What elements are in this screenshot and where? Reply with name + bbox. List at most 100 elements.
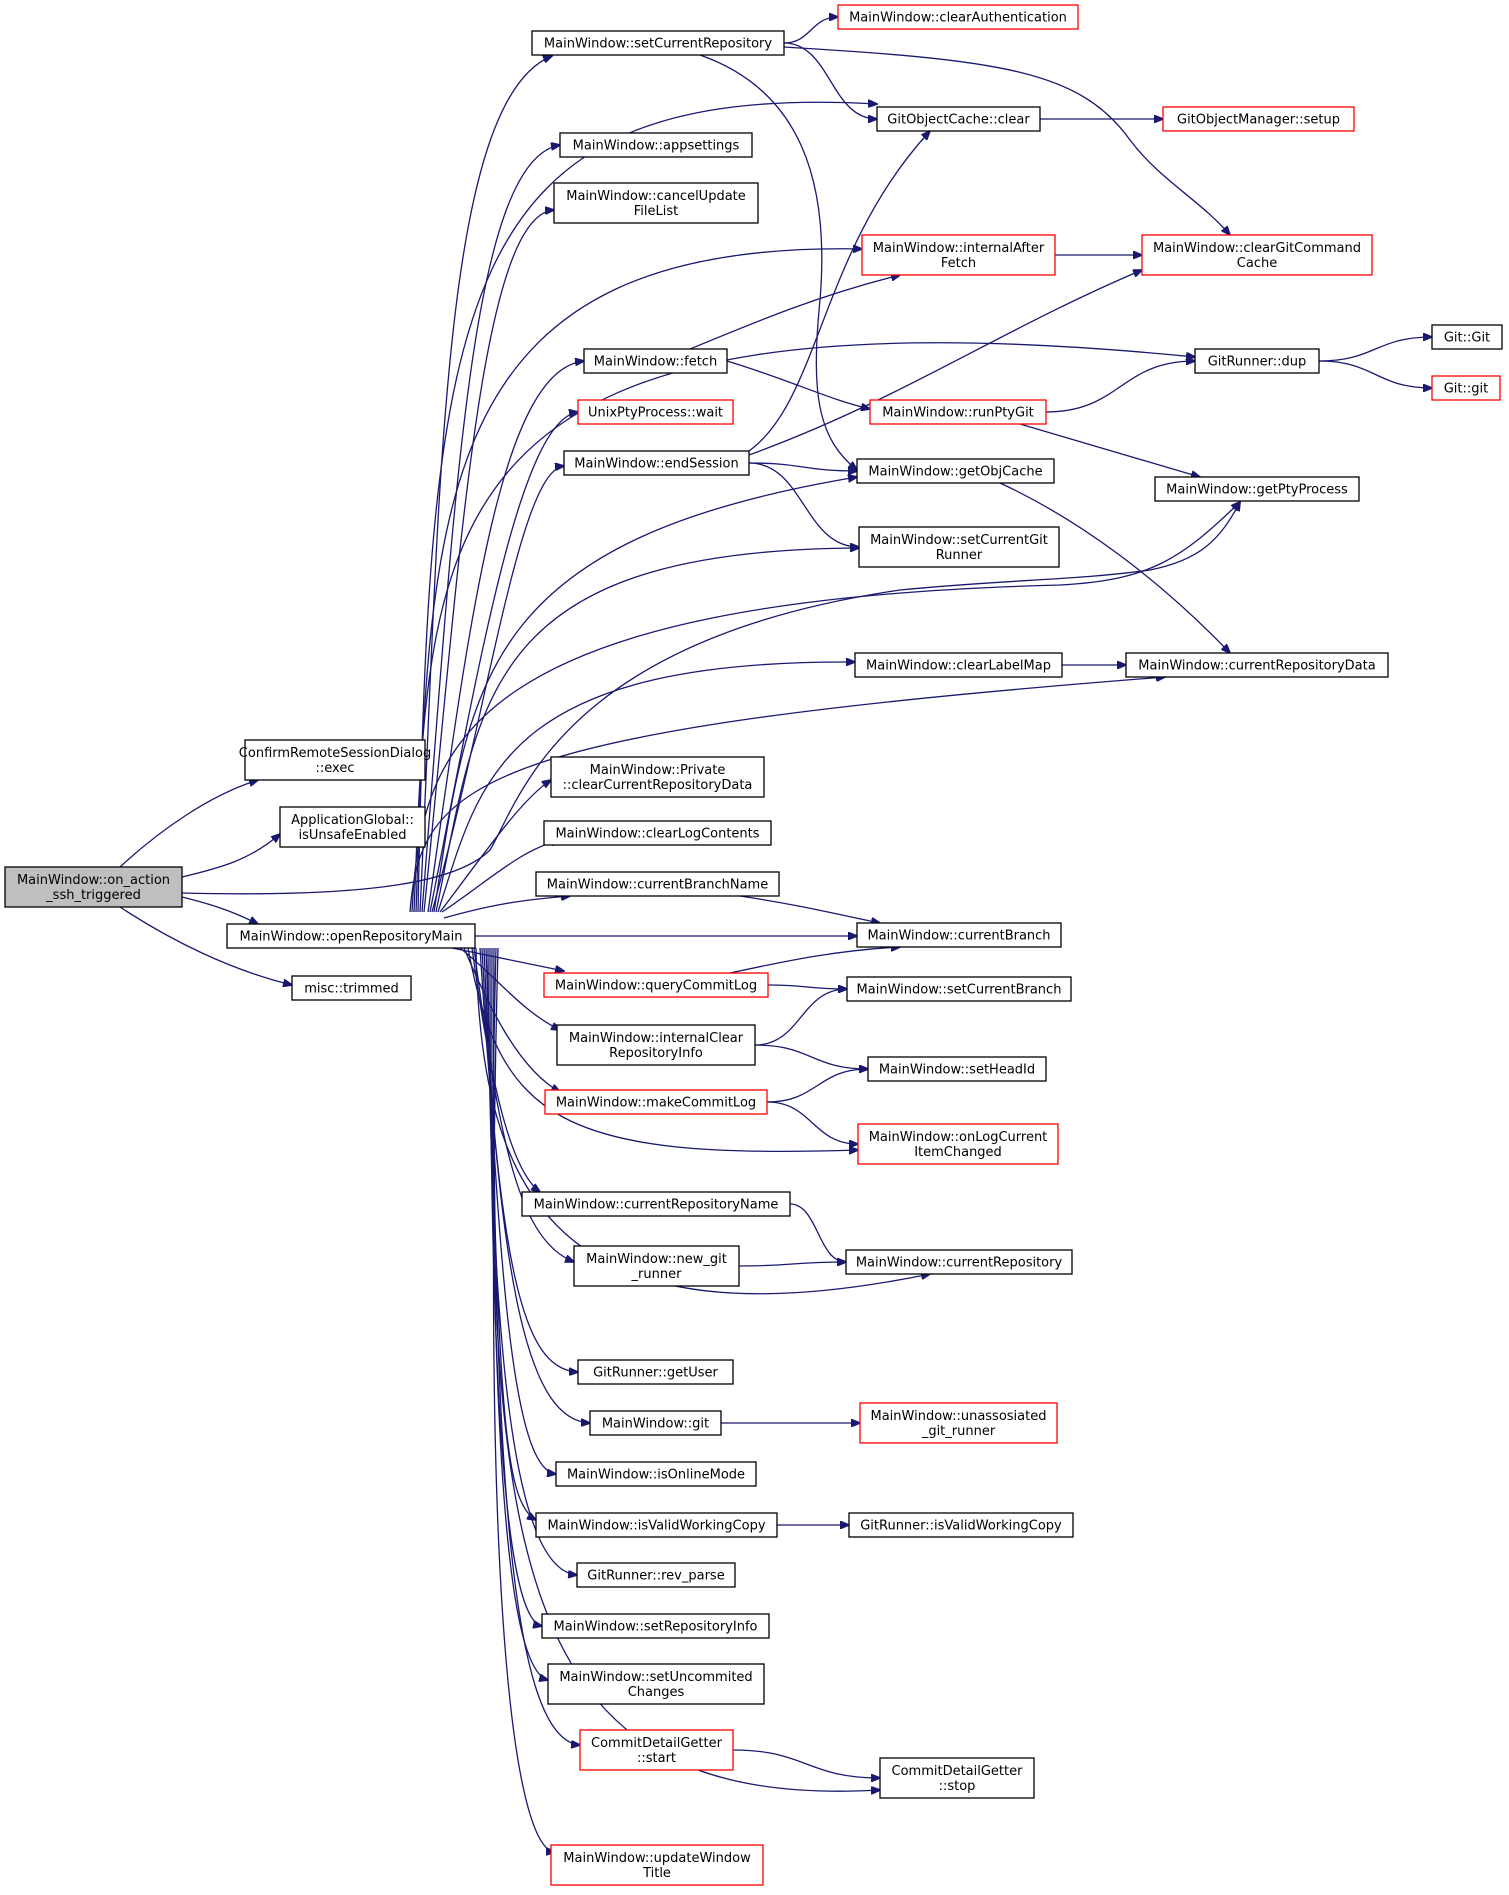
node-cdgStop[interactable]: CommitDetailGetter::stop xyxy=(879,1757,1035,1799)
edge-fetch-to-runPtyGit xyxy=(726,360,870,409)
node-box-isValidWC xyxy=(535,1512,778,1538)
node-label-setUncommited-0: MainWindow::setUncommited xyxy=(559,1670,752,1685)
node-gitgit[interactable]: Git::git xyxy=(1431,375,1501,401)
node-label-curRepo-0: MainWindow::currentRepository xyxy=(856,1256,1063,1271)
node-label-isValidWC-0: MainWindow::isValidWorkingCopy xyxy=(547,1519,765,1534)
node-curBranch[interactable]: MainWindow::currentBranch xyxy=(856,922,1062,948)
node-box-cdgStop xyxy=(879,1757,1035,1799)
edge-setCurRepo-to-clearAuth xyxy=(783,17,838,44)
edge-endSession-to-clearGitCmdCache xyxy=(748,270,1142,456)
edge-openRepo-to-curRepoName xyxy=(471,947,540,1192)
node-privClear[interactable]: MainWindow::Private::clearCurrentReposit… xyxy=(550,756,765,798)
node-revParse[interactable]: GitRunner::rev_parse xyxy=(576,1562,736,1588)
edge-queryCommitLog-to-setCurBranch xyxy=(767,984,847,989)
node-label-clearLog-0: MainWindow::clearLogContents xyxy=(555,827,759,842)
node-clearLabelMap[interactable]: MainWindow::clearLabelMap xyxy=(854,652,1063,678)
node-label-setHeadId-0: MainWindow::setHeadId xyxy=(879,1063,1035,1078)
edge-runPtyGit-to-runnerDup xyxy=(1045,361,1195,413)
node-label-updateTitle-0: MainWindow::updateWindow xyxy=(563,1851,751,1866)
node-setCurRepo[interactable]: MainWindow::setCurrentRepository xyxy=(531,30,785,56)
node-label-unassoc-0: MainWindow::unassosiated xyxy=(871,1409,1047,1424)
node-getUser[interactable]: GitRunner::getUser xyxy=(577,1359,734,1385)
node-exec[interactable]: ConfirmRemoteSessionDialog::exec xyxy=(239,739,431,781)
node-objCacheClear[interactable]: GitObjectCache::clear xyxy=(876,106,1041,132)
edge-openRepo-to-runnerDup xyxy=(413,342,1195,913)
node-curRepo[interactable]: MainWindow::currentRepository xyxy=(845,1249,1073,1275)
node-objMgrSetup[interactable]: GitObjectManager::setup xyxy=(1162,106,1355,132)
node-setRepoInfo[interactable]: MainWindow::setRepositoryInfo xyxy=(541,1613,770,1639)
node-label-makeCommitLog-0: MainWindow::makeCommitLog xyxy=(556,1096,756,1111)
node-root[interactable]: MainWindow::on_action_ssh_triggered xyxy=(4,866,183,908)
node-label-openRepo-0: MainWindow::openRepositoryMain xyxy=(240,930,463,945)
node-clearAuth[interactable]: MainWindow::clearAuthentication xyxy=(837,4,1079,30)
node-newGitRunner[interactable]: MainWindow::new_git_runner xyxy=(573,1245,740,1287)
node-cdgStart[interactable]: CommitDetailGetter::start xyxy=(579,1729,734,1771)
node-setHeadId[interactable]: MainWindow::setHeadId xyxy=(867,1056,1047,1082)
node-trimmed[interactable]: misc::trimmed xyxy=(291,975,412,1001)
edge-fetch-to-internalAfterFetch xyxy=(689,275,900,350)
node-appsettings[interactable]: MainWindow::appsettings xyxy=(559,132,753,158)
node-runnerIsValidWC[interactable]: GitRunner::isValidWorkingCopy xyxy=(848,1512,1074,1538)
node-box-clearAuth xyxy=(837,4,1079,30)
edge-openRepo-to-getPtyProcess xyxy=(411,502,1240,913)
node-label-setCurGitRunner-0: MainWindow::setCurrentGit xyxy=(870,533,1048,548)
edge-openRepo-to-updateTitle xyxy=(492,947,555,1852)
node-curRepoData[interactable]: MainWindow::currentRepositoryData xyxy=(1125,652,1389,678)
edge-openRepo-to-setCurRepo xyxy=(419,56,552,913)
node-box-getUser xyxy=(577,1359,734,1385)
node-getPtyProcess[interactable]: MainWindow::getPtyProcess xyxy=(1154,476,1360,502)
node-unsafe[interactable]: ApplicationGlobal::isUnsafeEnabled xyxy=(279,806,426,848)
node-gitGit[interactable]: Git::Git xyxy=(1431,324,1503,350)
node-box-curRepoData xyxy=(1125,652,1389,678)
edge-setCurRepo-to-clearGitCmdCache xyxy=(783,46,1230,235)
node-label-newGitRunner-0: MainWindow::new_git xyxy=(586,1252,727,1267)
node-runPtyGit[interactable]: MainWindow::runPtyGit xyxy=(869,399,1047,425)
node-makeCommitLog[interactable]: MainWindow::makeCommitLog xyxy=(544,1089,768,1115)
node-label-root-1: _ssh_triggered xyxy=(45,888,141,903)
node-label-ptyWait-0: UnixPtyProcess::wait xyxy=(588,406,723,421)
edge-openRepo-to-onLogCurrent xyxy=(467,947,858,1151)
node-label-runnerDup-0: GitRunner::dup xyxy=(1208,355,1307,370)
node-box-curBranch xyxy=(856,922,1062,948)
node-queryCommitLog[interactable]: MainWindow::queryCommitLog xyxy=(543,972,769,998)
node-curBranchName[interactable]: MainWindow::currentBranchName xyxy=(535,871,780,897)
node-clearLog[interactable]: MainWindow::clearLogContents xyxy=(543,820,772,846)
node-curRepoName[interactable]: MainWindow::currentRepositoryName xyxy=(521,1191,791,1217)
node-ptyWait[interactable]: UnixPtyProcess::wait xyxy=(577,399,734,425)
node-isOnline[interactable]: MainWindow::isOnlineMode xyxy=(555,1461,757,1487)
node-openRepo[interactable]: MainWindow::openRepositoryMain xyxy=(226,923,476,949)
node-label-privClear-1: ::clearCurrentRepositoryData xyxy=(563,778,753,793)
edge-openRepo-to-newGitRunner xyxy=(473,947,574,1262)
edge-openRepo-to-setUncommited xyxy=(491,947,548,1680)
node-box-setCurBranch xyxy=(846,976,1072,1002)
node-setCurBranch[interactable]: MainWindow::setCurrentBranch xyxy=(846,976,1072,1002)
node-unassoc[interactable]: MainWindow::unassosiated_git_runner xyxy=(859,1402,1058,1444)
node-box-clearLabelMap xyxy=(854,652,1063,678)
edge-setCurRepo-to-objCacheClear xyxy=(783,42,877,119)
node-box-curRepoName xyxy=(521,1191,791,1217)
node-label-cancelUpdate-1: FileList xyxy=(634,204,678,219)
node-label-appsettings-0: MainWindow::appsettings xyxy=(573,139,740,154)
node-label-cdgStart-0: CommitDetailGetter xyxy=(591,1736,723,1751)
node-label-unsafe-0: ApplicationGlobal:: xyxy=(291,813,414,828)
node-box-newGitRunner xyxy=(573,1245,740,1287)
edge-curRepoName-to-curRepo xyxy=(789,1203,846,1262)
node-getObjCache[interactable]: MainWindow::getObjCache xyxy=(856,458,1055,484)
node-box-clearGitCmdCache xyxy=(1141,234,1373,276)
node-isValidWC[interactable]: MainWindow::isValidWorkingCopy xyxy=(535,1512,778,1538)
node-runnerDup[interactable]: GitRunner::dup xyxy=(1194,348,1320,374)
edge-cdgStart-to-cdgStop xyxy=(732,1749,880,1778)
node-endSession[interactable]: MainWindow::endSession xyxy=(563,450,750,476)
node-label-updateTitle-1: Title xyxy=(642,1866,671,1881)
node-fetch[interactable]: MainWindow::fetch xyxy=(583,348,728,374)
node-mwGit[interactable]: MainWindow::git xyxy=(589,1410,722,1436)
edge-makeCommitLog-to-onLogCurrent xyxy=(766,1101,858,1144)
